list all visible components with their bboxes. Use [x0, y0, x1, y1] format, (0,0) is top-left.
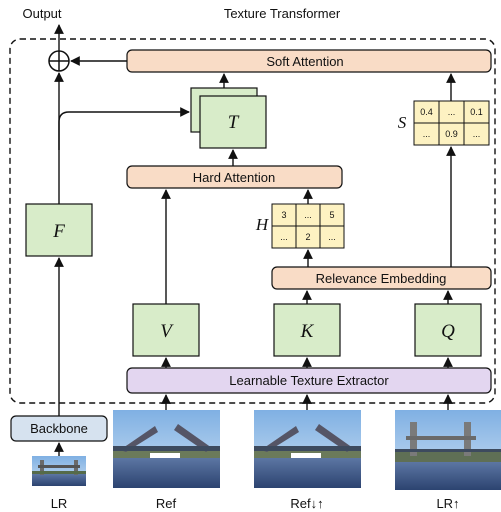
ref-label: Ref: [156, 496, 177, 511]
h-cell: ...: [328, 232, 336, 242]
relevance-embedding-block: [271, 266, 492, 290]
s-label: S: [398, 113, 407, 132]
connections: [54, 24, 456, 456]
h-cell: ...: [304, 210, 312, 220]
transformer-frame: [9, 38, 496, 404]
f-block: [25, 203, 93, 257]
ref-downup-label: Ref↓↑: [290, 496, 323, 511]
hard-attention-block: [126, 165, 343, 189]
h-cell: ...: [280, 232, 288, 242]
f-label: F: [52, 221, 65, 242]
k-block: [273, 303, 341, 357]
v-label: V: [160, 321, 174, 342]
soft-attention-label: Soft Attention: [266, 54, 343, 69]
s-cell: 0.4: [420, 107, 433, 117]
k-label: K: [300, 321, 315, 342]
t-block: [199, 95, 267, 149]
h-cell: 2: [305, 232, 310, 242]
h-label: H: [255, 215, 270, 234]
s-cell: ...: [473, 129, 481, 139]
texture-extractor-label: Learnable Texture Extractor: [229, 373, 389, 388]
relevance-embedding-label: Relevance Embedding: [316, 271, 447, 286]
ref-downup-image: [254, 410, 361, 488]
lr-label: LR: [51, 496, 68, 511]
t-label: T: [228, 112, 240, 133]
hard-attention-label: Hard Attention: [193, 170, 275, 185]
q-label: Q: [441, 321, 455, 342]
q-block: [414, 303, 482, 357]
s-cell: 0.9: [445, 129, 458, 139]
h-cell: 5: [329, 210, 334, 220]
diagram-title: Texture Transformer: [224, 6, 341, 21]
sum-operator: [48, 50, 70, 72]
s-cell: ...: [423, 129, 431, 139]
lr-image: [32, 456, 86, 486]
texture-extractor-block: [126, 367, 492, 394]
ref-image: [113, 410, 220, 488]
h-matrix: 3 ... 5 ... 2 ...: [271, 203, 345, 249]
backbone-label: Backbone: [30, 421, 88, 436]
output-label: Output: [22, 6, 61, 21]
lr-up-label: LR↑: [436, 496, 459, 511]
s-matrix: 0.4 ... 0.1 ... 0.9 ...: [413, 100, 490, 146]
s-cell: 0.1: [470, 107, 483, 117]
lr-up-image: [395, 410, 501, 490]
h-cell: 3: [281, 210, 286, 220]
s-cell: ...: [448, 107, 456, 117]
